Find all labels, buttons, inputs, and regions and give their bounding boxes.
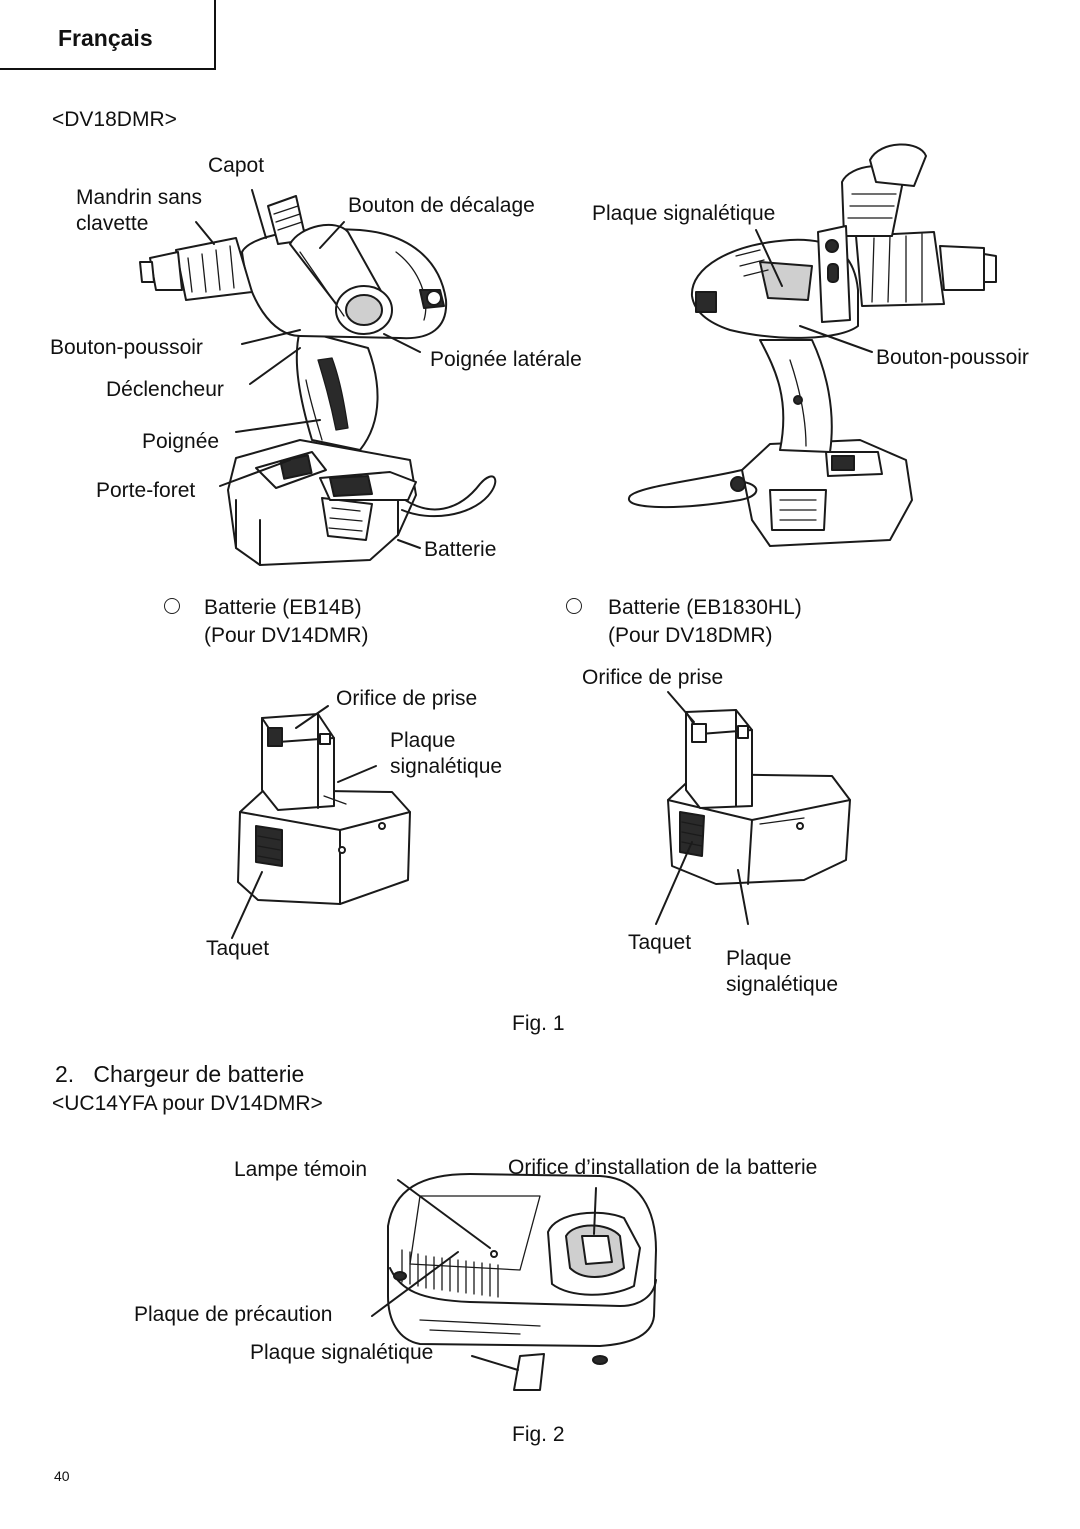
label-poignee: Poignée [142,430,220,453]
charger-illustration [387,1173,657,1391]
label-batterie: Batterie [424,538,497,561]
label-plaque-signaletique-drill: Plaque signalétique [592,202,776,225]
label-bouton-de-decalage: Bouton de décalage [348,194,535,217]
drill-right-illustration [627,143,997,547]
label-bouton-poussoir-right: Bouton-poussoir [876,346,1029,369]
label-declencheur: Déclencheur [106,378,224,401]
battery-eb14b-title: Batterie (EB14B) [204,596,362,619]
fig2-caption: Fig. 2 [512,1423,565,1446]
label-capot: Capot [208,154,265,177]
model-uc14yfa: <UC14YFA pour DV14DMR> [52,1092,323,1115]
battery-eb1830hl-subtitle: (Pour DV18DMR) [608,624,773,647]
label-bouton-poussoir-left: Bouton-poussoir [50,336,203,359]
battery-eb1830hl-title: Batterie (EB1830HL) [608,596,802,619]
label-poignee-laterale: Poignée latérale [430,348,582,371]
label-lampe-temoin: Lampe témoin [234,1158,368,1181]
section-heading-chargeur: 2. Chargeur de batterie [55,1061,305,1087]
battery-eb14b-leader-lines [231,705,377,939]
label-orifice-de-prise-right: Orifice de prise [582,666,724,689]
battery-eb14b-subtitle: (Pour DV14DMR) [204,624,369,647]
label-mandrin-sans-clavette: Mandrin sans clavette [76,186,203,235]
charger-leader-lines [371,1179,597,1371]
option-circle-right [566,598,582,614]
drill-left-leader-lines [195,189,421,549]
label-plaque-signaletique-right: Plaque signalétique [726,947,839,996]
battery-eb14b-illustration [237,713,411,905]
label-taquet-right: Taquet [628,931,692,954]
battery-eb1830hl-leader-lines [655,691,749,925]
label-orifice-de-prise-left: Orifice de prise [336,687,478,710]
drill-left-illustration [139,195,497,566]
label-orifice-installation: Orifice d’installation de la batterie [508,1156,818,1179]
label-plaque-signaletique-left: Plaque signalétique [390,729,503,778]
page-number: 40 [54,1468,70,1484]
label-plaque-signaletique-charger: Plaque signalétique [250,1341,434,1364]
option-circle-left [164,598,180,614]
language-label: Français [58,25,153,51]
label-taquet-left: Taquet [206,937,270,960]
battery-eb1830hl-illustration [667,709,851,885]
label-porte-foret: Porte-foret [96,479,196,502]
drill-right-leader-lines [755,229,873,353]
fig1-caption: Fig. 1 [512,1012,565,1035]
language-tab: Français [0,0,216,70]
label-plaque-de-precaution: Plaque de précaution [134,1303,333,1326]
model-dv18dmr: <DV18DMR> [52,108,177,131]
